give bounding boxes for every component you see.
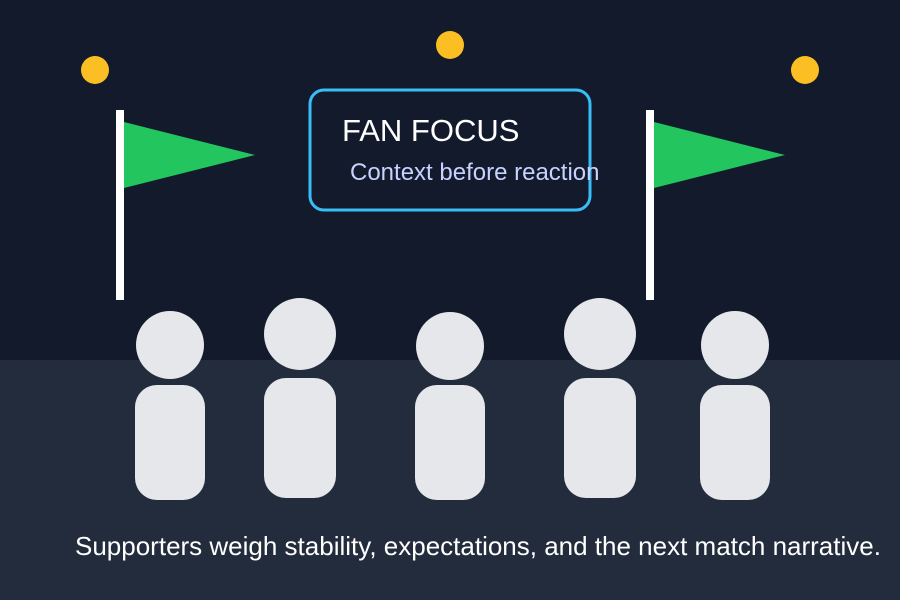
fan-body [264, 378, 336, 498]
fan-figure-3 [415, 312, 485, 500]
flag-right-pole [646, 110, 654, 300]
fan-figure-4 [564, 298, 636, 498]
fan-head [264, 298, 336, 370]
fan-head [701, 311, 769, 379]
scene-caption: Supporters weigh stability, expectations… [75, 531, 881, 561]
fan-figure-5 [700, 311, 770, 500]
fan-body [415, 385, 485, 500]
flag-left-pennant [124, 122, 255, 188]
fan-head [416, 312, 484, 380]
stadium-light-center-icon [436, 31, 464, 59]
fan-head [136, 311, 204, 379]
stadium-light-right-icon [791, 56, 819, 84]
flag-right-pennant [654, 122, 785, 188]
stadium-light-left-icon [81, 56, 109, 84]
flag-left-icon [116, 110, 255, 300]
fan-figure-1 [135, 311, 205, 500]
fan-body [700, 385, 770, 500]
banner-box [308, 88, 592, 212]
banner-title: FAN FOCUS [342, 113, 520, 148]
flag-right-icon [646, 110, 785, 300]
fan-body [135, 385, 205, 500]
banner-subtitle: Context before reaction [350, 159, 600, 186]
fan-figure-2 [264, 298, 336, 498]
flag-left-pole [116, 110, 124, 300]
fan-body [564, 378, 636, 498]
fan-head [564, 298, 636, 370]
